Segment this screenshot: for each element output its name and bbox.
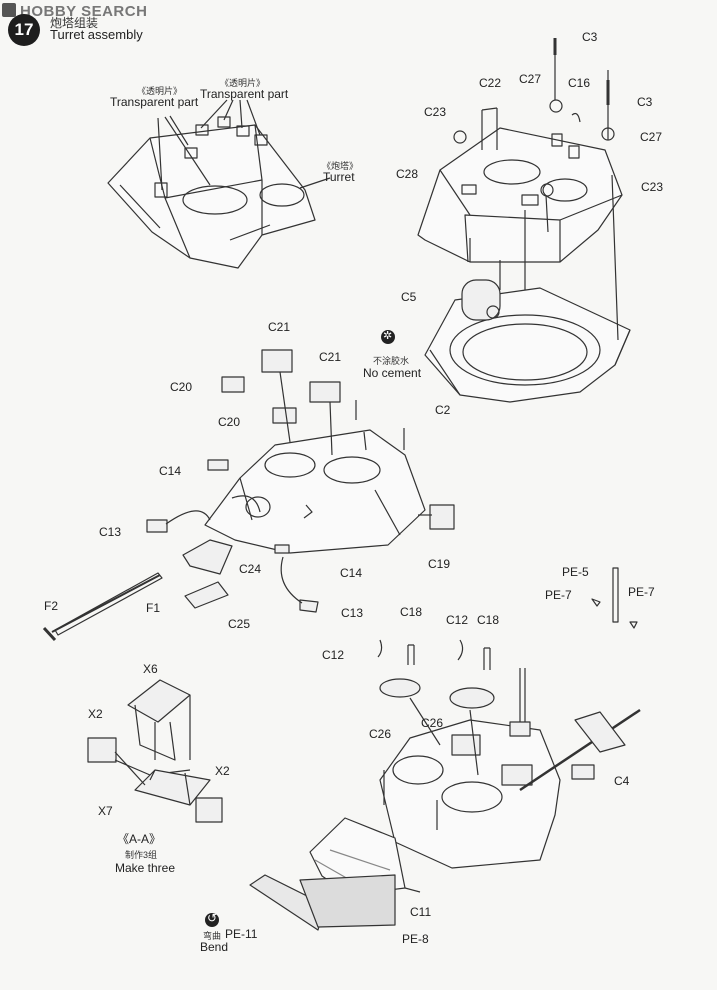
part-label-c25: C25: [228, 617, 251, 631]
part-label-f1: F1: [146, 601, 161, 615]
turret-label: Turret: [323, 170, 355, 184]
part-label-c13: C13: [99, 525, 122, 539]
turret-bowl-drawing: [424, 174, 631, 403]
part-label-x7: X7: [98, 804, 113, 818]
part-label-c26: C26: [369, 727, 392, 741]
part-label-c4: C4: [614, 774, 630, 788]
part-label-c23: C23: [424, 105, 447, 119]
part-label-c3-b: C3: [637, 95, 653, 109]
part-label-x2-b: X2: [215, 764, 230, 778]
logo-icon: [2, 3, 16, 17]
no-cement-label: No cement: [363, 366, 422, 380]
part-label-x2: X2: [88, 707, 103, 721]
part-label-c11: C11: [410, 905, 432, 919]
part-label-c22: C22: [479, 76, 502, 90]
step-number-badge: 17: [8, 14, 40, 46]
part-label-c18-b: C18: [477, 613, 500, 627]
part-label-c12-b: C12: [446, 613, 469, 627]
part-label-c3: C3: [582, 30, 598, 44]
part-label-c2: C2: [435, 403, 451, 417]
bend-icon: [205, 911, 219, 927]
step-title-cn: 炮塔组装: [50, 16, 99, 30]
part-label-c13-b: C13: [341, 606, 364, 620]
part-label-c20: C20: [170, 380, 193, 394]
part-label-x6: X6: [143, 662, 158, 676]
make-three-label: Make three: [115, 861, 176, 875]
part-label-pe5: PE-5: [562, 565, 589, 579]
part-label-f2: F2: [44, 599, 59, 613]
header: HOBBY SEARCH: [0, 0, 717, 24]
turret-shell-drawing: [107, 99, 331, 269]
part-label-c23-b: C23: [641, 180, 664, 194]
turret-label-cn: 《炮塔》: [322, 161, 359, 171]
part-label-c12: C12: [322, 648, 345, 662]
part-label-c5: C5: [401, 290, 417, 304]
part-label-pe7: PE-7: [545, 588, 572, 602]
part-label-c28: C28: [396, 167, 419, 181]
middle-turret-drawing: [42, 349, 455, 642]
transparent-part-label-cn: 《透明片》: [137, 86, 183, 96]
logo: HOBBY SEARCH: [20, 3, 148, 20]
lower-hull-drawing: [249, 639, 641, 931]
transparent-part-label: Transparent part: [110, 95, 199, 109]
aa-section-title: 《A-A》: [117, 832, 162, 846]
part-label-c27-b: C27: [640, 130, 663, 144]
bend-label-cn: 弯曲: [203, 931, 222, 941]
no-cement-icon: [381, 329, 395, 344]
part-label-pe7-b: PE-7: [628, 585, 655, 599]
part-label-c26-b: C26: [421, 716, 444, 730]
part-label-c24: C24: [239, 562, 262, 576]
part-label-pe8: PE-8: [402, 932, 429, 946]
part-label-pe11: PE-11: [225, 927, 258, 941]
transparent-part-label-2: Transparent part: [200, 87, 289, 101]
aa-detail-drawing: [87, 679, 223, 823]
part-label-c20-b: C20: [218, 415, 241, 429]
turret-top-drawing: [417, 38, 623, 295]
bend-label: Bend: [200, 940, 229, 954]
part-label-c14: C14: [159, 464, 182, 478]
part-label-c27: C27: [519, 72, 542, 86]
no-cement-label-cn: 不涂胶水: [373, 356, 410, 366]
step-title: Turret assembly: [50, 27, 143, 42]
make-three-label-cn: 制作3组: [125, 850, 158, 860]
part-label-c21: C21: [268, 320, 291, 334]
part-label-c18: C18: [400, 605, 423, 619]
pe-parts-drawing: [591, 567, 638, 629]
part-label-c19: C19: [428, 557, 451, 571]
part-label-c21-b: C21: [319, 350, 342, 364]
part-label-c16: C16: [568, 76, 591, 90]
part-label-c14-b: C14: [340, 566, 363, 580]
transparent-part-label-cn-2: 《透明片》: [220, 78, 266, 88]
